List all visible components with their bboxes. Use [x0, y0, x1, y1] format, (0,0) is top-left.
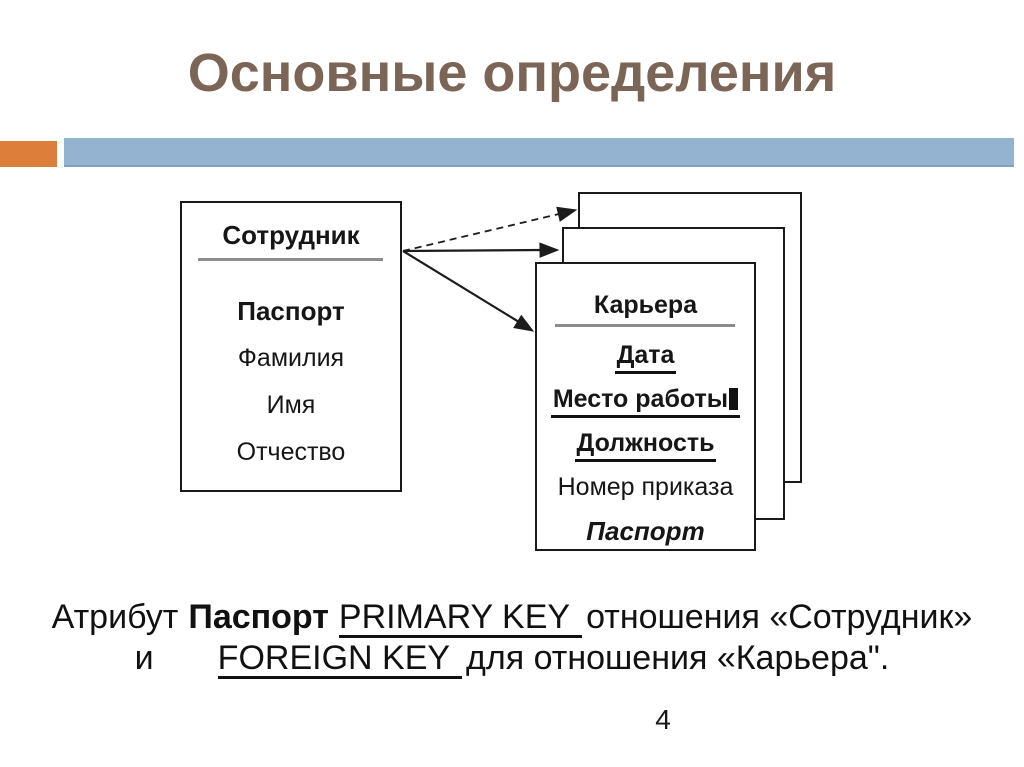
employee-attr-patronymic: Отчество	[236, 438, 346, 466]
page-number: 4	[655, 704, 671, 735]
employee-attr-firstname: Имя	[266, 391, 316, 419]
employee-header-rule	[198, 258, 383, 261]
cursor-artifact	[729, 388, 739, 410]
caption-prefix-1: Атрибут	[51, 598, 179, 636]
arrow-line-middle	[402, 248, 543, 253]
arrowhead-top	[556, 206, 578, 222]
employee-entity-box: Сотрудник Паспорт Фамилия Имя Отчество	[180, 201, 402, 492]
caption-rest-1: отношения «Сотрудник»	[586, 598, 973, 636]
arrowhead-bottom	[513, 314, 535, 332]
career-attr-workplace-label: Место работы	[552, 385, 729, 413]
page-title: Основные определения	[187, 43, 837, 103]
career-attr-data-label: Дата	[614, 340, 677, 374]
employee-attr-surname: Фамилия	[237, 344, 345, 372]
career-attr-data: Дата	[537, 333, 754, 377]
caption-rest-2: для отношения «Карьера".	[466, 639, 890, 677]
caption-prefix-2: и	[134, 639, 154, 677]
caption-attribute-name: Паспорт	[188, 598, 329, 636]
arrow-line-bottom	[402, 250, 520, 323]
career-attribute-list: Дата Место работы Должность Номер приказ…	[537, 333, 754, 553]
career-attr-passport-fk: Паспорт	[586, 516, 705, 546]
career-header-rule	[555, 324, 735, 327]
caption-foreign-key: FOREIGN KEY	[217, 640, 463, 679]
arrow-line-top	[402, 213, 560, 252]
career-attr-position-label: Должность	[574, 428, 717, 462]
employee-entity-title: Сотрудник	[222, 220, 360, 250]
employee-attr-passport: Паспорт	[237, 296, 345, 326]
career-entity-box: Карьера Дата Место работы Должность Номе…	[535, 262, 756, 551]
accent-blue-bar	[64, 138, 1014, 167]
arrowhead-middle	[539, 242, 560, 258]
accent-orange-square	[0, 141, 57, 167]
employee-attribute-list: Паспорт Фамилия Имя Отчество	[182, 288, 400, 476]
caption-primary-key: PRIMARY KEY	[338, 599, 583, 638]
career-attr-workplace: Место работы	[537, 377, 754, 421]
career-entity-title: Карьера	[593, 291, 698, 319]
career-attr-order-number: Номер приказа	[557, 473, 734, 501]
career-attr-position: Должность	[537, 421, 754, 465]
